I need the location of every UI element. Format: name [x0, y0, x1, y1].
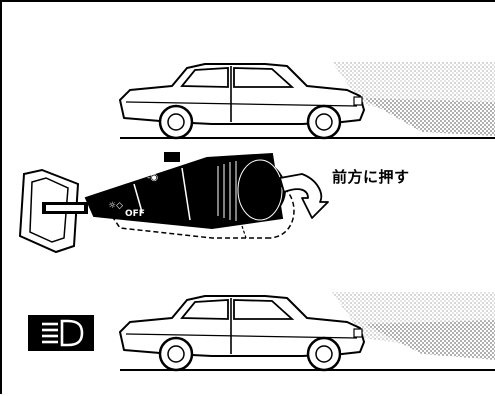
push-direction-arrow	[279, 173, 329, 219]
svg-text:-◉: -◉	[147, 173, 158, 183]
high-beam-indicator	[28, 315, 94, 351]
push-forward-label: 前方に押す	[332, 168, 410, 186]
svg-text:☼◇: ☼◇	[108, 201, 123, 211]
high-beam-car	[119, 292, 495, 372]
headlight-lever-assembly: ☼◇ OFF -◉	[18, 152, 329, 254]
high-beam-icon	[42, 319, 84, 347]
off-position-label: OFF	[125, 209, 145, 219]
low-beam-car	[119, 62, 495, 140]
